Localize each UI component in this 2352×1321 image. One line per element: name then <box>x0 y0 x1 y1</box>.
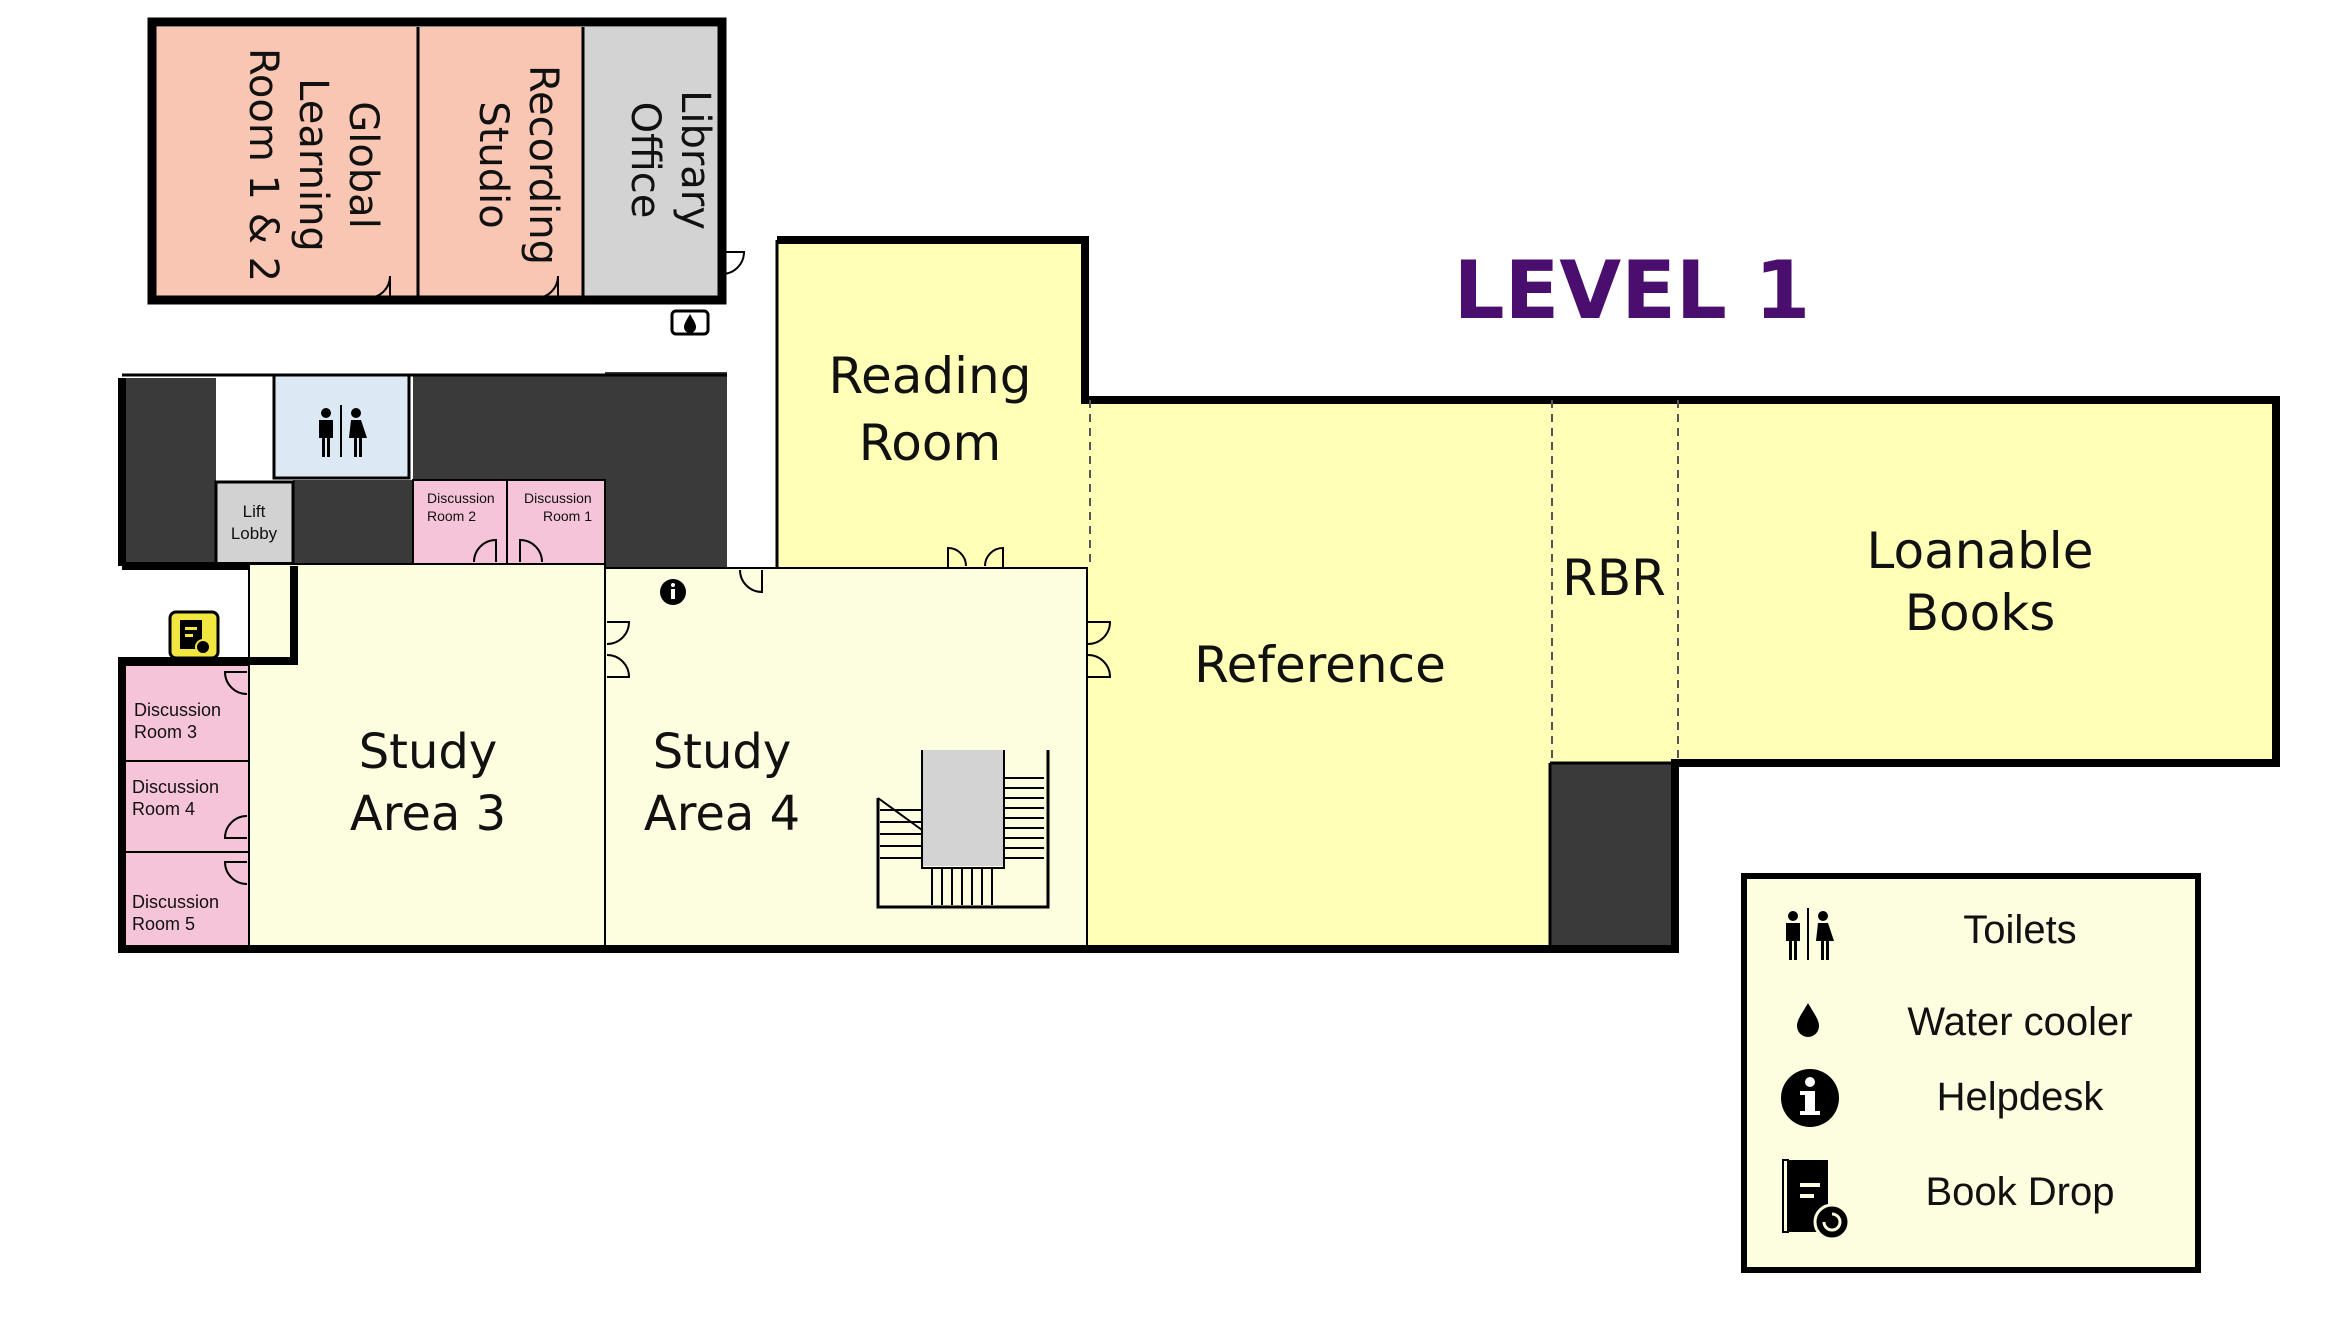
svg-text:Room 3: Room 3 <box>134 722 197 742</box>
svg-text:Books: Books <box>1905 584 2056 642</box>
legend: Toilets Water cooler Helpdesk Book Drop <box>1741 873 2201 1273</box>
global-learning-room <box>152 27 418 300</box>
service-block <box>605 372 727 568</box>
svg-text:Recording: Recording <box>520 65 566 265</box>
page-title: LEVEL 1 <box>1454 244 1811 337</box>
recording-studio-label: Recording Studio <box>470 65 566 265</box>
rbr-label: RBR <box>1562 549 1666 607</box>
water-drop-icon <box>670 309 710 336</box>
library-office-label: Library Office <box>622 90 718 230</box>
legend-label-toilets: Toilets <box>1963 908 2076 952</box>
svg-text:Area 3: Area 3 <box>350 786 506 842</box>
door-swing <box>721 251 746 275</box>
svg-text:Room: Room <box>859 414 1001 472</box>
study-area-4 <box>604 567 1088 948</box>
svg-text:Room 5: Room 5 <box>132 914 195 934</box>
info-icon[interactable] <box>660 579 686 605</box>
staircase-icon <box>876 750 1050 909</box>
svg-text:Loanable: Loanable <box>1867 522 2094 580</box>
service-block <box>413 375 605 480</box>
svg-text:Discussion: Discussion <box>132 892 219 912</box>
svg-text:Lobby: Lobby <box>231 524 278 543</box>
door-swing <box>606 621 631 678</box>
discussion-room-5 <box>121 851 250 948</box>
svg-text:Room 1 & 2: Room 1 & 2 <box>240 48 286 282</box>
discussion-room-1-label: Discussion Room 1 <box>524 490 592 524</box>
svg-text:Study: Study <box>653 724 792 780</box>
svg-text:Room 4: Room 4 <box>132 799 195 819</box>
service-block <box>1550 763 1675 947</box>
legend-label-book-drop: Book Drop <box>1926 1170 2115 1214</box>
svg-text:Learning: Learning <box>290 78 336 252</box>
reference-label: Reference <box>1194 636 1446 694</box>
discussion-room-3-label: Discussion Room 3 <box>134 700 221 742</box>
recording-studio <box>418 27 583 300</box>
svg-text:Area 4: Area 4 <box>644 786 800 842</box>
svg-text:Room 1: Room 1 <box>543 508 592 524</box>
reading-room-label: Reading Room <box>829 347 1032 472</box>
global-learning-label: Global Learning Room 1 & 2 <box>240 48 386 282</box>
door-swing <box>739 569 763 594</box>
svg-text:Reading: Reading <box>829 347 1032 405</box>
svg-text:Study: Study <box>359 724 498 780</box>
toilets-icon <box>1786 908 1834 960</box>
door-swing <box>519 538 543 563</box>
door-swing <box>473 538 497 563</box>
svg-text:Studio: Studio <box>470 101 516 228</box>
svg-text:Room 2: Room 2 <box>427 508 476 524</box>
discussion-room-5-label: Discussion Room 5 <box>132 892 219 934</box>
door-swing <box>535 275 559 299</box>
svg-text:Library: Library <box>672 90 718 230</box>
discussion-room-1 <box>506 479 606 565</box>
yellow-floor-area <box>777 240 2276 947</box>
loanable-books-label: Loanable Books <box>1867 522 2094 642</box>
book-drop-icon <box>1782 1159 1851 1241</box>
library-office <box>583 27 720 300</box>
door-swing <box>947 546 1004 568</box>
discussion-room-4-label: Discussion Room 4 <box>132 777 219 819</box>
door-swing <box>223 671 248 695</box>
study-area-3-label: Study Area 3 <box>350 724 506 842</box>
info-icon <box>1781 1069 1839 1127</box>
svg-text:Discussion: Discussion <box>524 490 592 506</box>
service-block <box>122 378 216 564</box>
door-swing <box>223 861 248 885</box>
door-swing <box>367 275 391 299</box>
svg-text:Office: Office <box>622 102 668 219</box>
discussion-room-2-label: Discussion Room 2 <box>427 490 495 524</box>
svg-text:Global: Global <box>340 101 386 229</box>
water-drop-icon <box>1797 1003 1819 1037</box>
toilets-icon <box>319 405 367 457</box>
service-block <box>293 480 413 564</box>
svg-text:Discussion: Discussion <box>132 777 219 797</box>
svg-text:Discussion: Discussion <box>134 700 221 720</box>
svg-text:Lift: Lift <box>243 502 266 521</box>
door-swing <box>223 815 248 839</box>
study-area-3 <box>248 563 606 948</box>
legend-label-water-cooler: Water cooler <box>1907 1000 2132 1044</box>
svg-text:Discussion: Discussion <box>427 490 495 506</box>
lift-lobby-label: Lift Lobby <box>231 502 278 543</box>
book-drop-icon[interactable] <box>168 610 220 660</box>
lift-lobby <box>214 480 295 566</box>
study-area-4-label: Study Area 4 <box>644 724 800 842</box>
door-swing <box>1087 621 1112 678</box>
legend-label-helpdesk: Helpdesk <box>1937 1075 2105 1119</box>
